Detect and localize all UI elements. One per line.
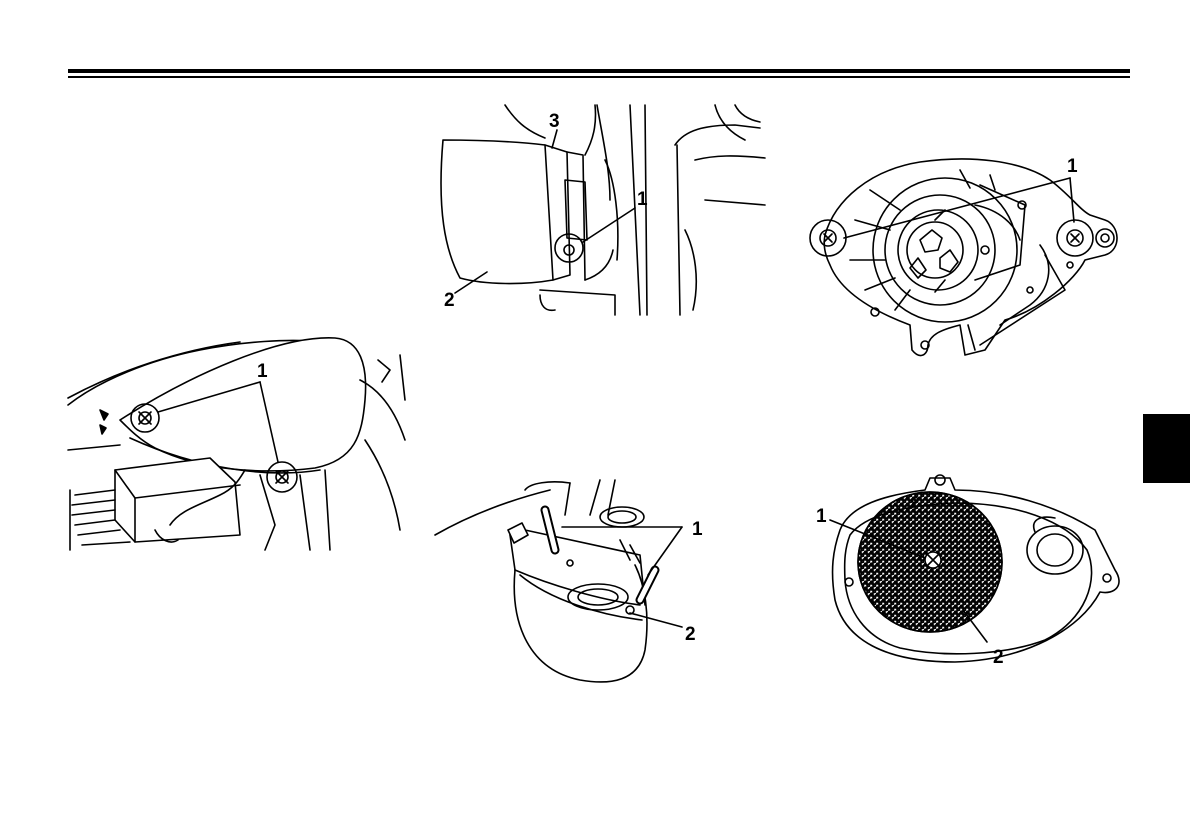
filter-element-illustration <box>825 470 1125 670</box>
intake-cover-underside-illustration <box>430 475 700 695</box>
callout-2: 2 <box>993 648 1004 667</box>
callout-1: 1 <box>637 190 648 209</box>
callout-1: 1 <box>816 507 827 526</box>
callout-1: 1 <box>257 362 268 381</box>
header-rule-thin <box>68 76 1130 78</box>
callout-1: 1 <box>1067 157 1078 176</box>
section-tab-marker <box>1143 414 1190 483</box>
intake-cover-side-view-illustration <box>435 100 775 320</box>
callout-3: 3 <box>549 112 560 131</box>
callout-2: 2 <box>685 625 696 644</box>
callout-1: 1 <box>692 520 703 539</box>
callout-2: 2 <box>444 291 455 310</box>
header-rule-thick <box>68 69 1130 73</box>
air-box-side-cover-illustration <box>60 320 410 555</box>
filter-case-cover-illustration <box>800 150 1130 370</box>
